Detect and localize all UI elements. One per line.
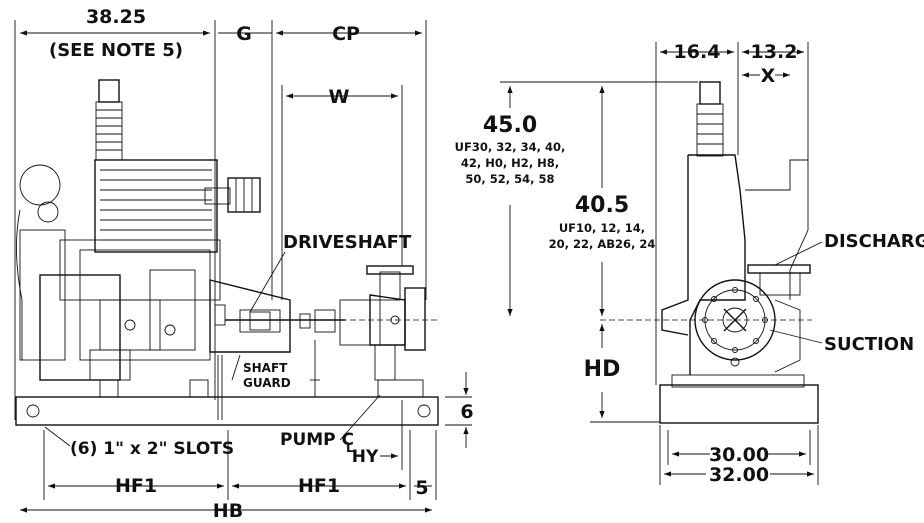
dim-hf1-right: HF1: [298, 475, 340, 497]
dim-30: 30.00: [709, 444, 769, 466]
slots-label: (6) 1" x 2" SLOTS: [70, 439, 234, 459]
dim-32: 32.00: [709, 464, 769, 486]
driveshaft-label: DRIVESHAFT: [283, 232, 412, 253]
dim-5: 5: [415, 477, 428, 499]
end-view: [600, 81, 819, 424]
exhaust-stack: [95, 79, 123, 161]
suction-label: SUCTION: [824, 334, 914, 355]
slot-hole-left: [26, 404, 40, 418]
shaft-guard: [209, 279, 291, 353]
h45-models-3: 50, 52, 54, 58: [465, 172, 554, 186]
dim-38-25: 38.25: [86, 6, 146, 28]
pump-side: [305, 265, 438, 398]
dim-g: G: [236, 23, 252, 45]
dim-x: X: [761, 65, 776, 87]
side-view: [15, 79, 439, 426]
dim-16-4: 16.4: [674, 41, 721, 63]
pump-cl-label: PUMP C: [280, 430, 354, 450]
h45-models-2: 42, H0, H2, H8,: [461, 156, 559, 170]
slot-hole-right: [417, 404, 431, 418]
guard-label: GUARD: [243, 376, 291, 390]
dim-6: 6: [460, 401, 473, 423]
dim-13-2: 13.2: [751, 41, 798, 63]
dim-hb: HB: [213, 500, 243, 522]
dim-hd: HD: [584, 357, 621, 382]
dim-cp: CP: [332, 23, 360, 45]
end-view-dimensions: [500, 42, 823, 485]
discharge-label: DISCHARGE: [824, 231, 924, 252]
air-filter: [204, 177, 261, 213]
h40-models-1: UF10, 12, 14,: [559, 221, 645, 235]
centerline-symbol: L: [346, 441, 354, 455]
dim-hy: HY: [352, 447, 379, 467]
h45-models-1: UF30, 32, 34, 40,: [455, 140, 566, 154]
h40-models-2: 20, 22, AB26, 24: [549, 237, 656, 251]
height-40-5: 40.5: [575, 193, 629, 218]
shaft-label: SHAFT: [243, 361, 288, 375]
end-base: [659, 384, 819, 424]
dim-hf1-left: HF1: [115, 475, 157, 497]
driveshaft: [225, 309, 345, 333]
engine: [16, 79, 261, 398]
radiator-grille: [94, 159, 218, 253]
see-note-5: (SEE NOTE 5): [49, 40, 183, 61]
side-view-dimensions: [14, 20, 472, 513]
height-45: 45.0: [483, 113, 537, 138]
dim-w: W: [329, 86, 350, 108]
labels: 38.25 (SEE NOTE 5) G CP W DRIVESHAFT SHA…: [49, 6, 924, 522]
base-skid: [15, 396, 439, 426]
